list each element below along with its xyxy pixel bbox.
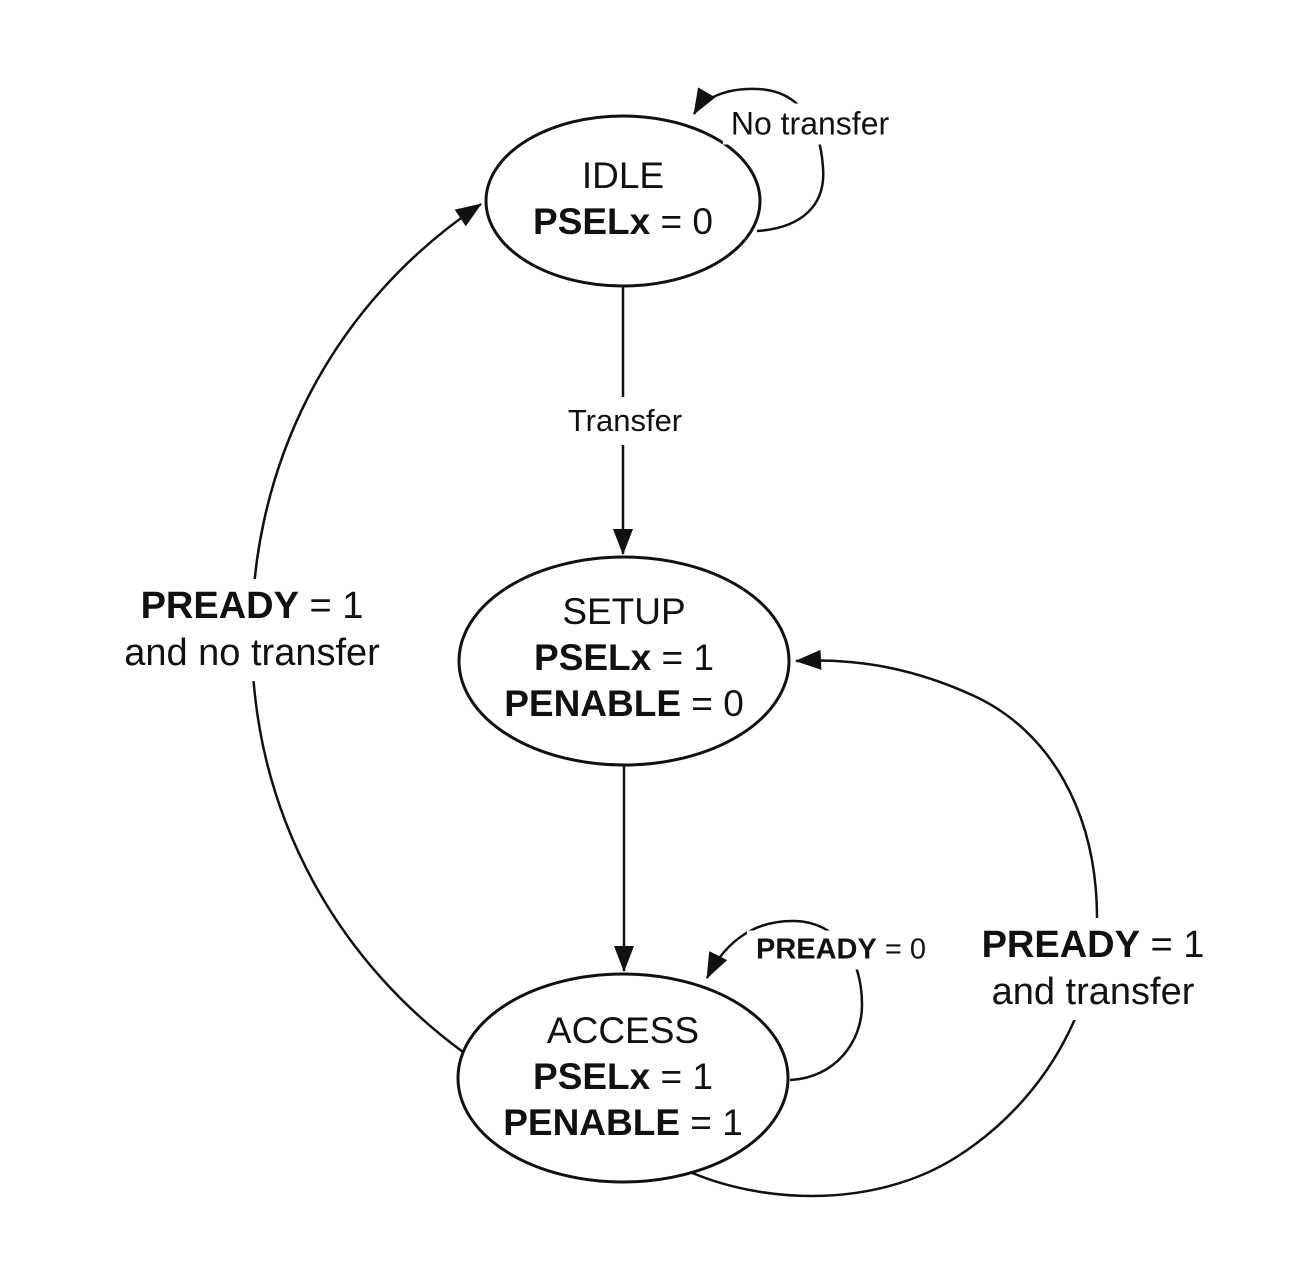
signal-value: = 1 [298,585,364,627]
idle-state-label: IDLE PSELx = 0 [533,153,713,245]
condition-line-2: and no transfer [124,632,380,674]
access-state-label: ACCESS PSELx = 1 PENABLE = 1 [503,1008,743,1146]
signal-value: = 1 [680,1102,743,1143]
access-state-signal: PSELx = 1 [503,1054,743,1100]
setup-state-signal: PENABLE = 0 [504,681,744,727]
pready-0-label: PREADY = 0 [746,930,936,970]
transfer-label: Transfer [557,397,693,445]
signal-value: = 0 [876,933,927,966]
signal-name: PREADY [755,933,877,966]
signal-name: PENABLE [504,683,682,724]
pready-1-transfer-label: PREADY = 1 and transfer [969,918,1217,1020]
setup-state-signal: PSELx = 1 [504,635,744,681]
signal-value: = 0 [681,683,744,724]
signal-name: PSELx [533,1056,651,1097]
signal-name: PSELx [534,637,652,678]
setup-state-label: SETUP PSELx = 1 PENABLE = 0 [504,589,744,727]
signal-name: PENABLE [503,1102,681,1143]
access-state-signal: PENABLE = 1 [503,1100,743,1146]
access-state-name: ACCESS [546,1010,700,1051]
signal-name: PREADY [981,924,1140,966]
signal-value: = 1 [1139,924,1205,966]
signal-name: PSELx [533,201,651,242]
signal-name: PREADY [140,585,299,627]
no-transfer-label: No transfer [722,103,898,145]
signal-value: = 1 [650,1056,713,1097]
condition-line-1: PREADY = 1 [982,922,1205,969]
access-state-ellipse [456,972,790,1184]
idle-state-name: IDLE [581,155,665,196]
condition-line-2: and transfer [991,971,1195,1013]
pready-1-no-transfer-label: PREADY = 1 and no transfer [112,579,392,681]
idle-state-signal: PSELx = 0 [533,199,713,245]
condition-line-1: PREADY = 1 [124,583,380,630]
setup-state-name: SETUP [562,591,686,632]
signal-value: = 1 [651,637,714,678]
signal-value: = 0 [650,201,713,242]
